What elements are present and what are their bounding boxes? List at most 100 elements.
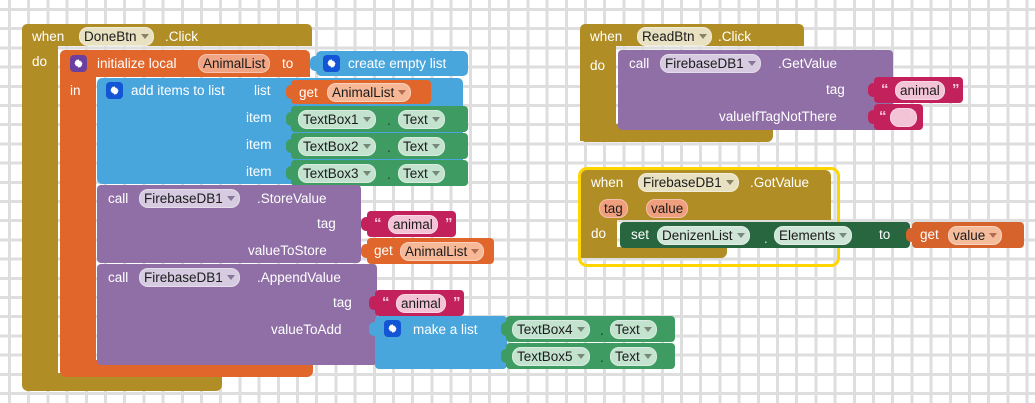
- close-quote-icon-3: ”: [952, 81, 960, 98]
- chevron-down-icon: [989, 233, 998, 238]
- chevron-down-icon: [398, 90, 407, 95]
- add-items-to-list-label: add items to list: [131, 83, 225, 98]
- get-var-dropdown-2[interactable]: AnimalList: [400, 242, 485, 261]
- dot-separator-4: .: [600, 323, 604, 338]
- block-make-a-list-plug[interactable]: [369, 322, 377, 336]
- chevron-down-icon: [471, 249, 480, 254]
- open-quote-icon-3: “: [881, 81, 889, 98]
- mutator-gear-icon-create-empty-list[interactable]: [323, 55, 340, 72]
- in-label-init-local: in: [70, 83, 81, 98]
- storevalue-component-label: FirebaseDB1: [144, 191, 223, 206]
- list-socket-label: list: [254, 83, 271, 98]
- textbox1-component-label: TextBox1: [303, 112, 359, 127]
- block-initialize-local-body[interactable]: [60, 77, 96, 360]
- text-value-animal-3[interactable]: animal: [895, 81, 945, 100]
- getvalue-method-label: .GetValue: [778, 56, 838, 71]
- mutator-gear-icon-add-items[interactable]: [106, 82, 123, 99]
- textbox3-component-dropdown[interactable]: TextBox3: [298, 164, 376, 183]
- open-quote-icon-4: “: [879, 108, 887, 125]
- text-value-animal-1[interactable]: animal: [388, 215, 438, 234]
- block-when-gotvalue-foot[interactable]: [581, 247, 727, 258]
- text-value-animal-2[interactable]: animal: [396, 294, 446, 313]
- block-text-animal-3-plug[interactable]: [868, 83, 876, 97]
- tag-label-getvalue: tag: [826, 82, 845, 97]
- block-when-donebtn-click-foot[interactable]: [22, 373, 222, 391]
- make-a-list-label: make a list: [413, 322, 478, 337]
- textbox5-property-dropdown[interactable]: Text: [610, 347, 657, 366]
- block-textbox2-text-plug[interactable]: [286, 139, 294, 153]
- block-textbox3-text-plug[interactable]: [286, 166, 294, 180]
- getvalue-component-label: FirebaseDB1: [665, 56, 744, 71]
- storevalue-method-label: .StoreValue: [257, 191, 327, 206]
- component-dropdown-readbtn-label: ReadBtn: [642, 29, 695, 44]
- do-label-gotvalue: do: [591, 226, 607, 241]
- set-property-dropdown[interactable]: Elements: [774, 226, 853, 245]
- appendvalue-component-dropdown[interactable]: FirebaseDB1: [139, 268, 240, 287]
- block-get-animallist-1-plug[interactable]: [286, 85, 294, 99]
- tag-label-appendvalue: tag: [333, 295, 352, 310]
- textbox3-property-dropdown[interactable]: Text: [398, 164, 445, 183]
- gotvalue-component-dropdown[interactable]: FirebaseDB1: [638, 173, 739, 192]
- textbox2-property-dropdown[interactable]: Text: [398, 137, 445, 156]
- close-quote-icon-4: ”: [909, 108, 917, 125]
- get-value-dropdown[interactable]: value: [948, 226, 1003, 245]
- gotvalue-param-tag[interactable]: tag: [599, 199, 628, 218]
- valuetoadd-label: valueToAdd: [271, 322, 342, 337]
- chevron-down-icon: [362, 144, 371, 149]
- set-property-label: Elements: [779, 228, 836, 243]
- textbox2-component-dropdown[interactable]: TextBox2: [298, 137, 376, 156]
- textbox1-property-dropdown[interactable]: Text: [398, 110, 445, 129]
- chevron-down-icon: [643, 354, 652, 359]
- do-label-read: do: [590, 58, 606, 73]
- text-value-animal-2-label: animal: [401, 296, 441, 311]
- valueiftagnotthere-label: valueIfTagNotThere: [719, 109, 837, 124]
- block-create-empty-list[interactable]: [316, 51, 468, 76]
- textbox5-component-dropdown[interactable]: TextBox5: [512, 347, 590, 366]
- mutator-gear-icon-init-local[interactable]: [70, 55, 87, 72]
- textbox4-property-dropdown[interactable]: Text: [610, 320, 657, 339]
- chevron-down-icon: [576, 354, 585, 359]
- chevron-down-icon: [431, 171, 440, 176]
- mutator-gear-icon-make-a-list[interactable]: [384, 320, 401, 337]
- initialize-local-label: initialize local: [97, 56, 177, 71]
- block-textbox1-text-plug[interactable]: [286, 112, 294, 126]
- text-value-empty[interactable]: [890, 108, 917, 127]
- gotvalue-param-value[interactable]: value: [646, 199, 689, 218]
- chevron-down-icon: [643, 327, 652, 332]
- close-quote-icon-1: ”: [445, 215, 453, 232]
- chevron-down-icon: [747, 61, 756, 66]
- textbox1-component-dropdown[interactable]: TextBox1: [298, 110, 376, 129]
- local-var-name-field[interactable]: AnimalList: [198, 54, 271, 73]
- block-get-animallist-2-plug[interactable]: [361, 244, 369, 258]
- dot-separator-2: .: [387, 140, 391, 155]
- close-quote-icon-2: ”: [453, 294, 461, 311]
- component-dropdown-readbtn[interactable]: ReadBtn: [637, 27, 712, 46]
- get-var-dropdown-1[interactable]: AnimalList: [327, 83, 412, 102]
- block-text-animal-1-plug[interactable]: [361, 217, 369, 231]
- block-textbox5-text-plug[interactable]: [501, 349, 509, 363]
- do-label-done: do: [32, 54, 48, 69]
- set-component-label: DenizenList: [662, 228, 733, 243]
- get-label-3: get: [920, 227, 939, 242]
- chevron-down-icon: [839, 233, 848, 238]
- block-create-empty-list-plug[interactable]: [310, 56, 319, 71]
- chevron-down-icon: [736, 233, 745, 238]
- set-component-dropdown[interactable]: DenizenList: [657, 226, 750, 245]
- when-label-gotvalue: when: [591, 175, 624, 190]
- open-quote-icon-1: “: [374, 215, 382, 232]
- block-textbox4-text-plug[interactable]: [501, 322, 509, 336]
- chevron-down-icon: [698, 34, 707, 39]
- block-text-animal-2-plug[interactable]: [369, 296, 377, 310]
- block-text-empty-plug[interactable]: [868, 110, 876, 124]
- storevalue-component-dropdown[interactable]: FirebaseDB1: [139, 189, 240, 208]
- dot-separator-set: .: [764, 231, 768, 246]
- textbox4-component-dropdown[interactable]: TextBox4: [512, 320, 590, 339]
- block-when-donebtn-click-body[interactable]: [22, 46, 58, 373]
- textbox5-component-label: TextBox5: [517, 349, 573, 364]
- getvalue-component-dropdown[interactable]: FirebaseDB1: [660, 54, 761, 73]
- component-dropdown-donebtn[interactable]: DoneBtn: [79, 27, 154, 46]
- when-label-read: when: [590, 29, 623, 44]
- block-get-value-plug[interactable]: [906, 228, 914, 242]
- chevron-down-icon: [226, 275, 235, 280]
